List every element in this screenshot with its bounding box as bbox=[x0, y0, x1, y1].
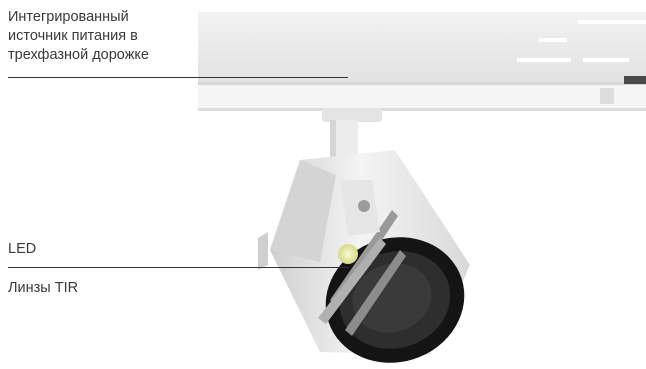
fixture-head bbox=[258, 150, 481, 369]
lens-label: Линзы TIR bbox=[8, 279, 78, 298]
track-rail bbox=[198, 12, 646, 111]
led-emitter bbox=[338, 244, 358, 264]
power-supply-callout: Интегрированный источник питания в трехф… bbox=[8, 8, 149, 65]
power-supply-label-line-1: Интегрированный bbox=[8, 8, 149, 27]
power-supply-label-line-2: источник питания в bbox=[8, 27, 149, 46]
led-label: LED bbox=[8, 240, 36, 259]
power-supply-leader-line bbox=[8, 77, 348, 78]
led-leader-line bbox=[8, 267, 348, 268]
power-supply-label-line-3: трехфазной дорожке bbox=[8, 46, 149, 65]
